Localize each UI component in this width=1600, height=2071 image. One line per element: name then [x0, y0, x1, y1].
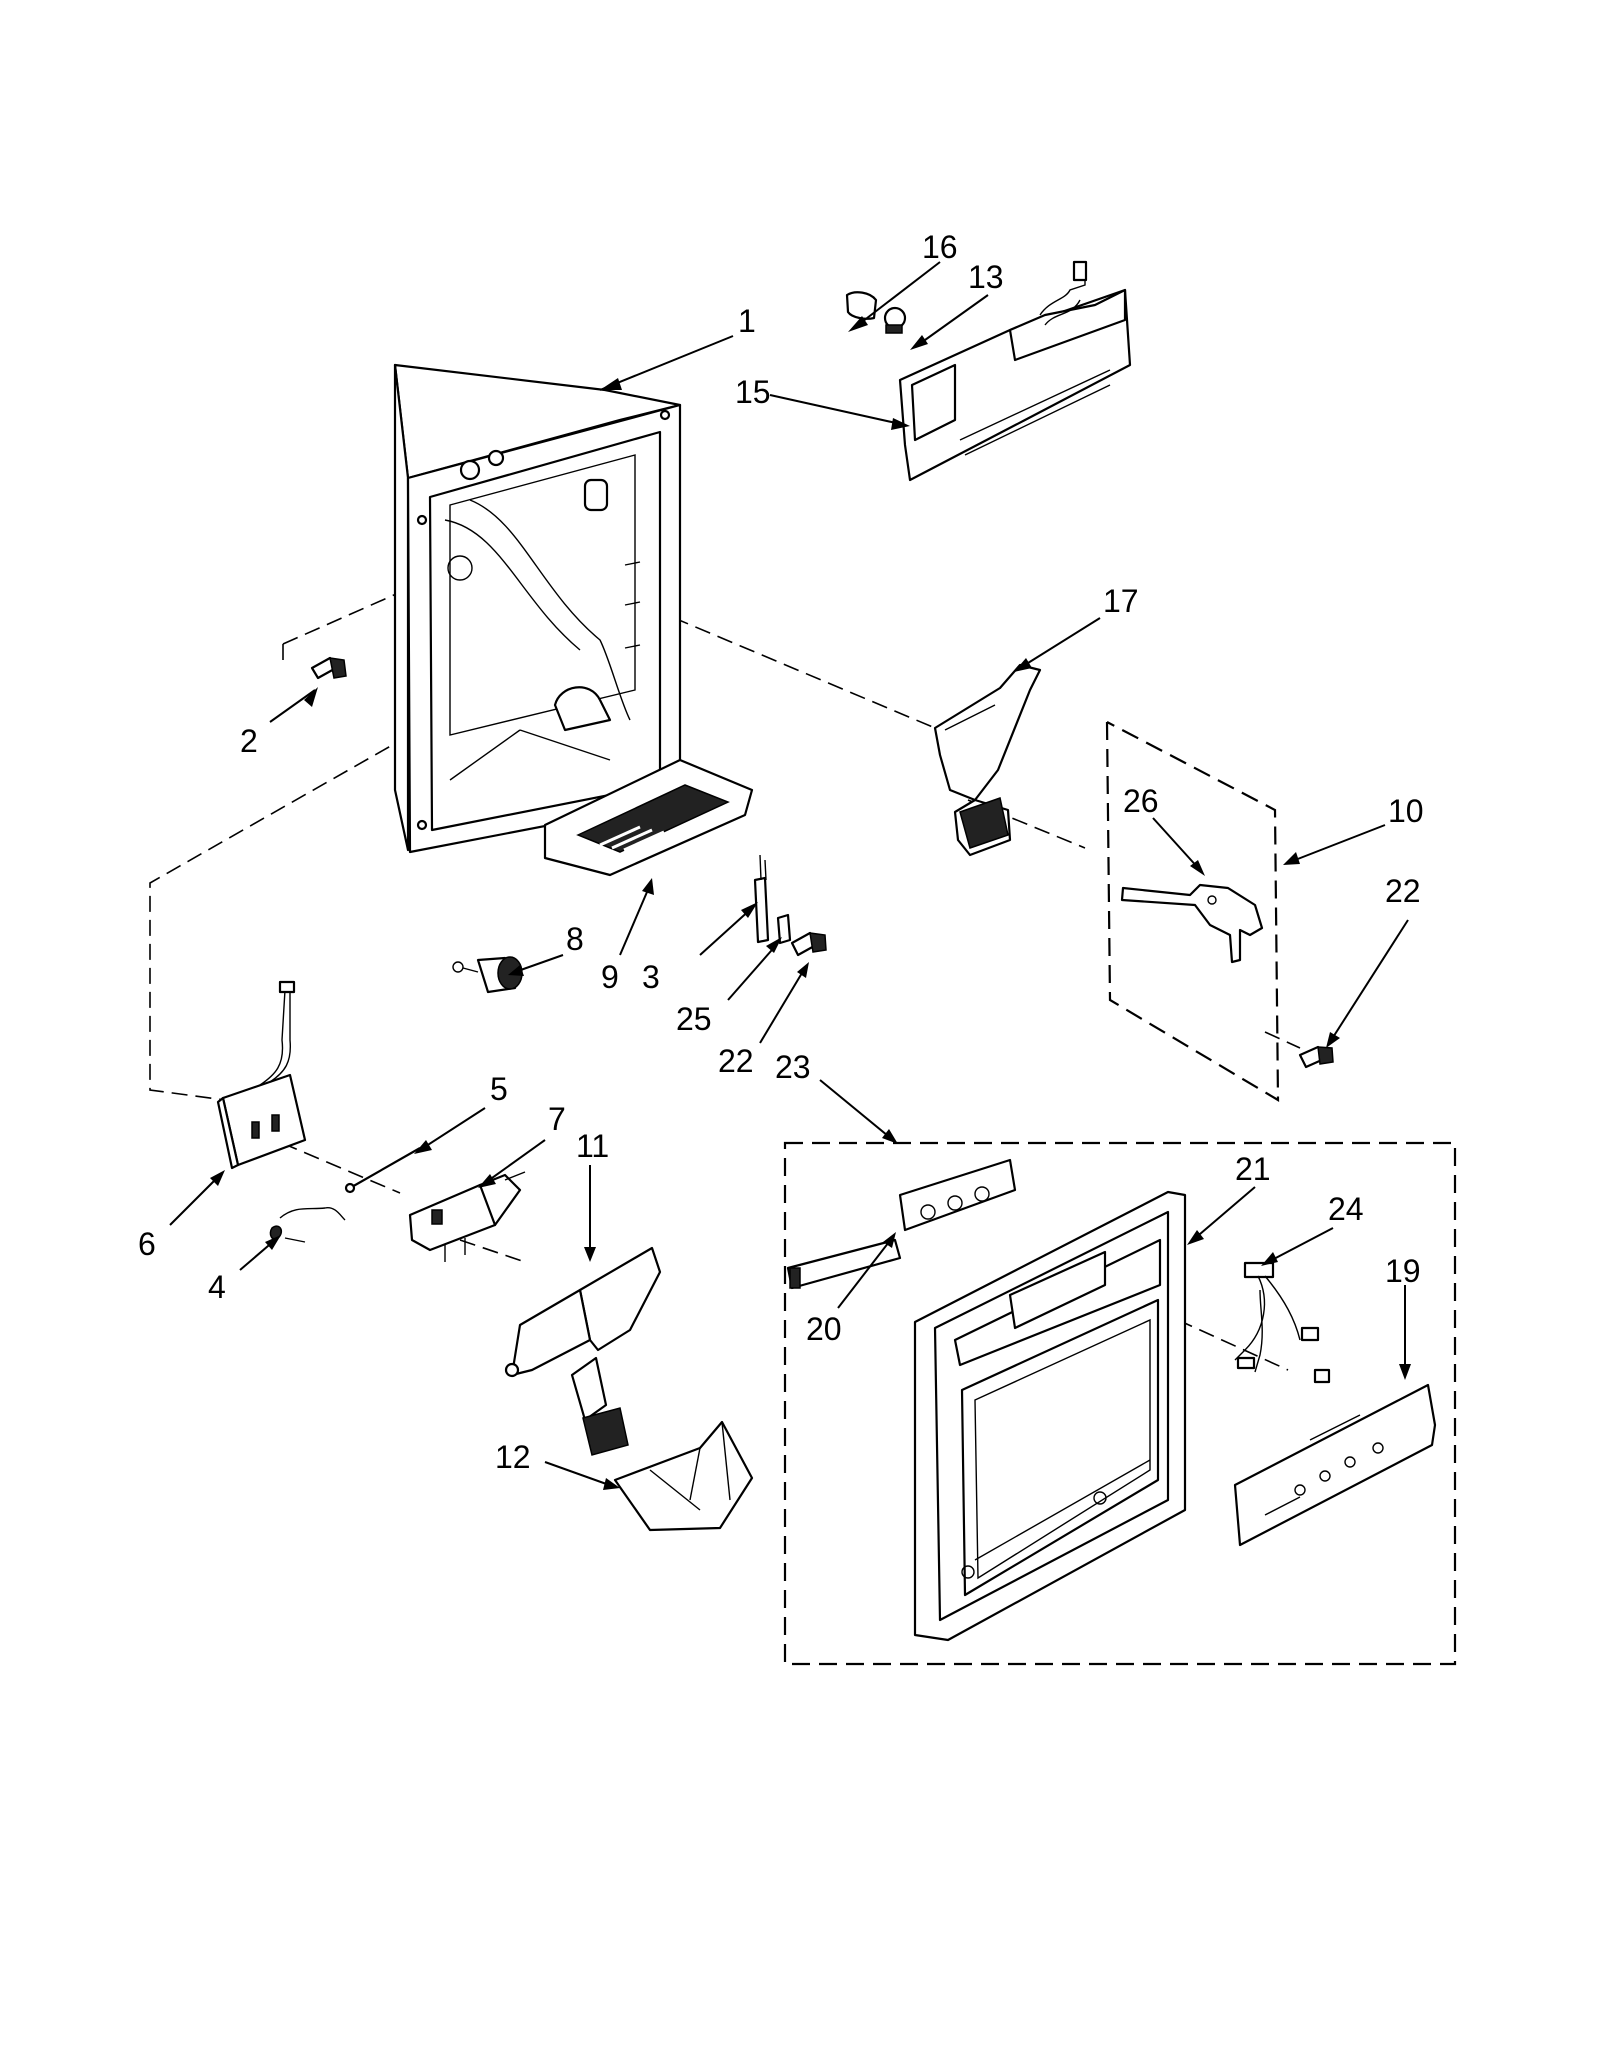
dispenser-housing-part	[393, 363, 682, 854]
bracket-26-part	[1120, 883, 1264, 964]
actuator-arm-7-part	[408, 1171, 526, 1262]
control-panel-19-part	[1233, 1383, 1437, 1547]
switch-3-part	[753, 854, 770, 944]
callout-13: 13	[968, 259, 1004, 295]
dispenser-lever-17-part	[933, 663, 1042, 857]
callout-4: 4	[208, 1269, 226, 1305]
screw-22b-part	[1298, 1045, 1334, 1069]
callout-8: 8	[566, 921, 584, 957]
callout-6: 6	[138, 1226, 156, 1262]
lamp-socket-13-part	[883, 306, 907, 334]
callout-9: 9	[601, 959, 619, 995]
callout-21: 21	[1235, 1151, 1271, 1187]
group-box-10	[1105, 721, 1280, 1102]
callout-12: 12	[495, 1439, 531, 1475]
chute-12-part	[613, 1420, 754, 1532]
drip-tray-grille-part	[543, 758, 754, 877]
screw-2-part	[310, 656, 347, 680]
ice-door-assembly-part	[898, 260, 1132, 482]
callout-labels: 1 2 3 4 5 6 7 8 9 10 11 12 13 15 16 17 1…	[138, 229, 1424, 1475]
callout-7: 7	[548, 1101, 566, 1137]
callout-15: 15	[735, 374, 771, 410]
callout-22-middle: 22	[718, 1043, 754, 1079]
solenoid-8-part	[452, 956, 523, 994]
callout-3: 3	[642, 959, 660, 995]
screw-22a-part	[790, 931, 827, 957]
lamp-bulb-16-part	[845, 291, 878, 320]
callout-11: 11	[576, 1128, 609, 1164]
ice-lever-11-part	[504, 1246, 662, 1456]
callout-17: 17	[1103, 583, 1139, 619]
callout-25: 25	[676, 1001, 712, 1037]
front-panel-21-part	[913, 1190, 1187, 1642]
callout-5: 5	[490, 1071, 508, 1107]
callout-16: 16	[922, 229, 958, 265]
callout-24: 24	[1328, 1191, 1364, 1227]
callout-2: 2	[240, 723, 258, 759]
dispenser-module-6-part	[216, 980, 307, 1170]
callout-10: 10	[1388, 793, 1424, 829]
callout-19: 19	[1385, 1253, 1421, 1289]
callout-20: 20	[806, 1311, 842, 1347]
group-box-23	[783, 1141, 1457, 1666]
light-strip-20-part	[786, 1158, 1017, 1290]
leader-lines	[169, 261, 1411, 1490]
callout-1: 1	[738, 303, 756, 339]
connection-lines	[149, 514, 1301, 1371]
spring-4-part	[269, 1207, 346, 1243]
spacer-25-part	[776, 913, 792, 945]
rod-5-part	[344, 1147, 421, 1194]
callout-26: 26	[1123, 783, 1159, 819]
wire-harness-24-part	[1234, 1261, 1331, 1384]
callout-23: 23	[775, 1049, 811, 1085]
callout-22-right: 22	[1385, 873, 1421, 909]
